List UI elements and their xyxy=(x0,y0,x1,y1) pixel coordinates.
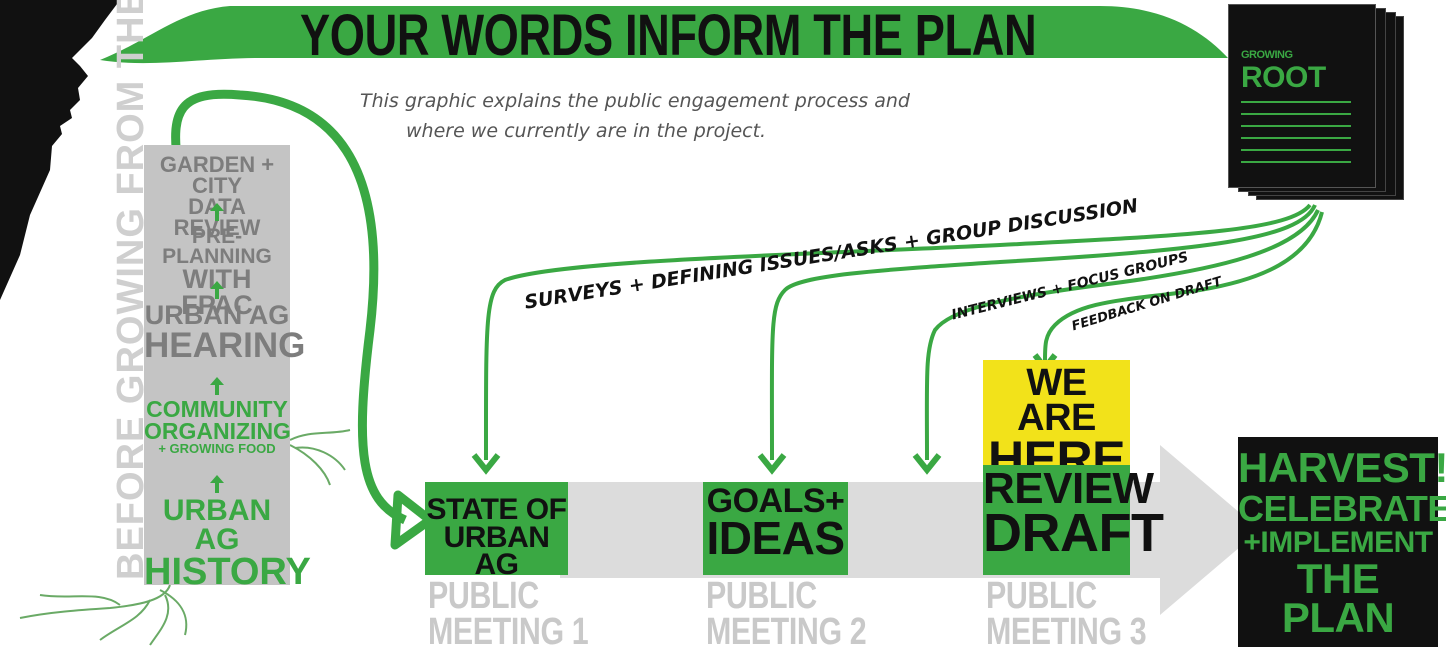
surveys-arrow xyxy=(483,203,1312,461)
roots-side xyxy=(289,429,351,486)
interviews-arrow xyxy=(924,209,1320,461)
face-silhouette xyxy=(0,0,120,300)
interviews-arrowhead xyxy=(912,453,942,475)
public-meeting-1: PUBLIC MEETING 1 xyxy=(428,575,589,653)
step-urban-ag-hearing: URBAN AG HEARING xyxy=(144,300,306,365)
history-curve-arrowhead xyxy=(390,490,435,550)
harvest-final-stage: HARVEST! CELEBRATE +IMPLEMENT THE PLAN xyxy=(1238,437,1446,647)
public-meeting-3: PUBLIC MEETING 3 xyxy=(986,575,1147,653)
feedback-arrow xyxy=(1043,211,1324,361)
up-arrow-icon xyxy=(210,475,224,493)
page-title: YOUR WORDS INFORM THE PLAN xyxy=(300,3,1037,68)
goals-arrow xyxy=(769,204,1317,461)
speech-bubble xyxy=(100,6,1228,64)
document-stack: GROWING ROOT xyxy=(1228,4,1404,204)
public-meeting-2: PUBLIC MEETING 2 xyxy=(706,575,867,653)
stage-review-draft: REVIEW DRAFT xyxy=(983,465,1164,575)
surveys-arrowhead xyxy=(471,453,501,475)
step-urban-ag-history: URBAN AG HISTORY xyxy=(144,494,311,593)
history-curve xyxy=(171,89,407,525)
stage-goals-ideas: GOALS+ IDEAS xyxy=(703,482,848,575)
document-lines xyxy=(1241,101,1351,163)
step-community-organizing: COMMUNITY ORGANIZING + GROWING FOOD xyxy=(144,396,291,456)
up-arrow-icon xyxy=(210,377,224,395)
stage-state-of-urban-ag: STATE OF URBAN AG xyxy=(425,482,568,580)
subtitle-line-2: where we currently are in the project. xyxy=(406,120,767,142)
document-title-root: ROOT xyxy=(1241,61,1326,94)
roots-bottom xyxy=(19,584,188,646)
we-are-here-badge: WE ARE HERE xyxy=(983,360,1130,484)
subtitle: This graphic explains the public engagem… xyxy=(360,86,940,146)
document-title-growing: GROWING xyxy=(1241,49,1293,61)
subtitle-line-1: This graphic explains the public engagem… xyxy=(360,90,910,112)
goals-arrowhead xyxy=(757,453,787,475)
up-arrow-icon xyxy=(210,203,224,221)
document-cover: GROWING ROOT xyxy=(1228,4,1376,188)
up-arrow-icon xyxy=(210,281,224,299)
history-column: GARDEN + CITY DATA REVIEW PRE-PLANNING W… xyxy=(144,145,311,591)
step-garden-city: GARDEN + CITY DATA REVIEW xyxy=(159,152,275,240)
